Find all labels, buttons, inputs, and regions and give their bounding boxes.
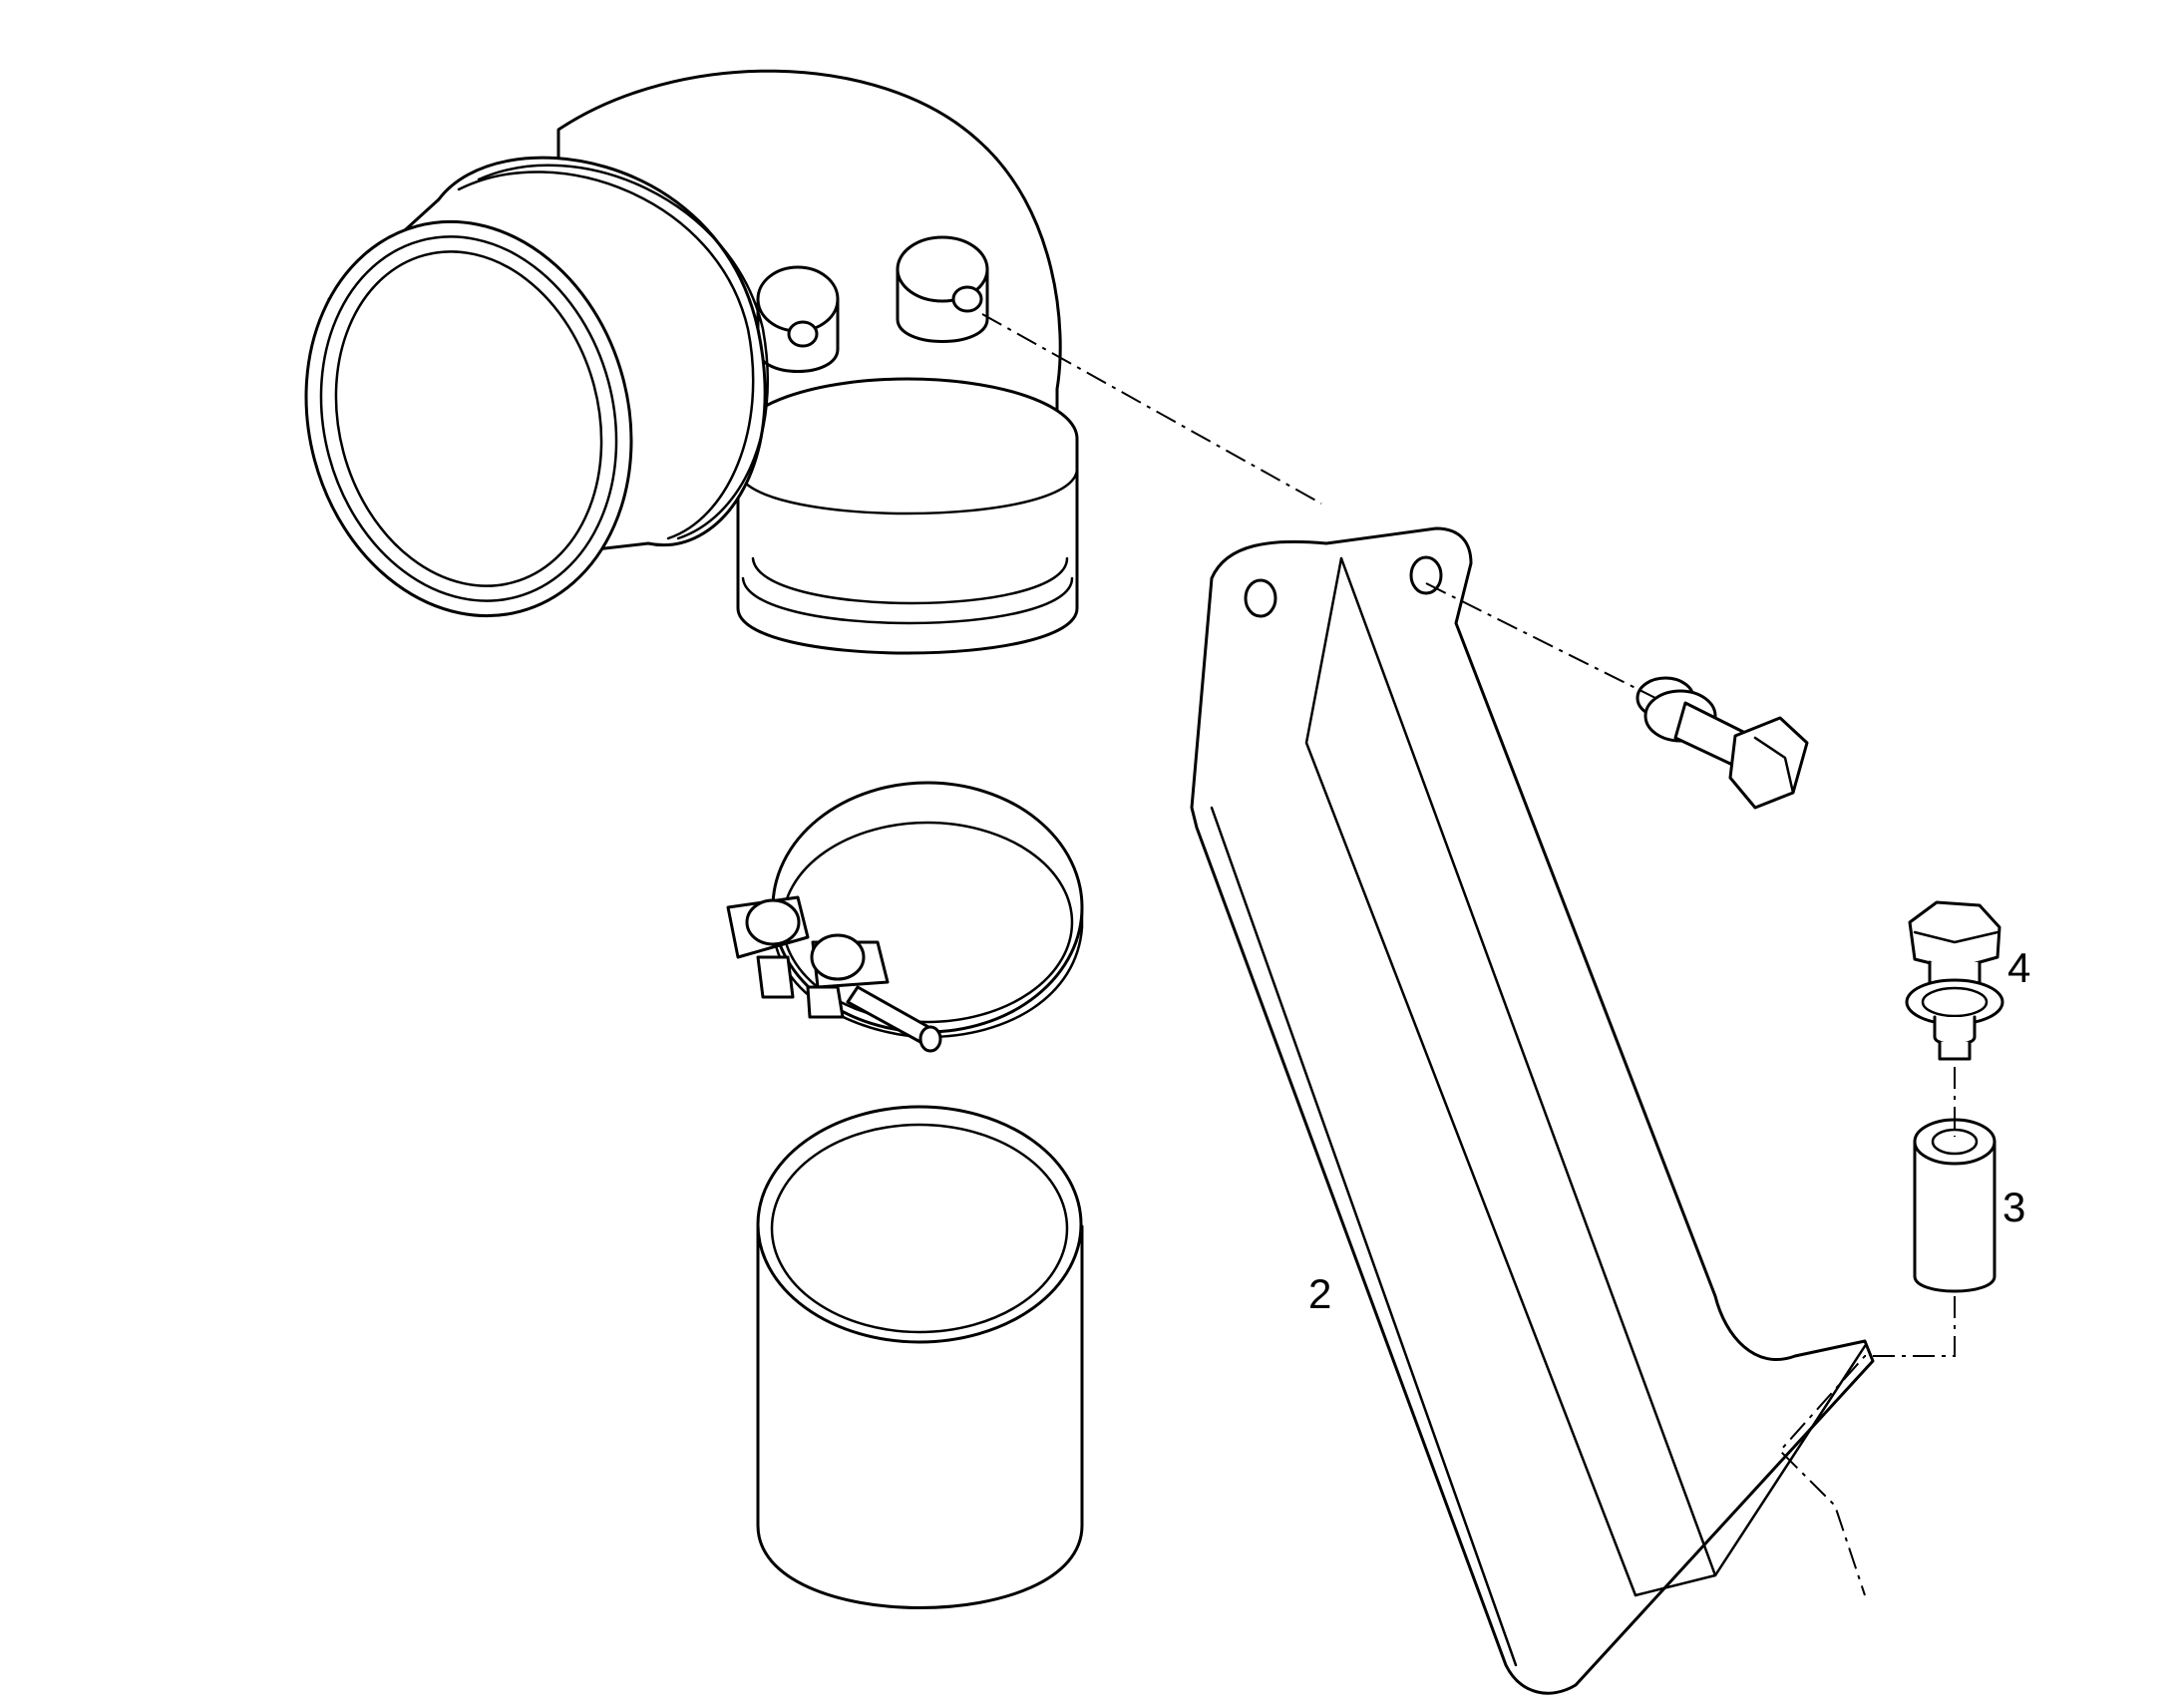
- hex-bolt-vertical: [1905, 900, 2004, 1061]
- spacer-sleeve: [1913, 1118, 1997, 1293]
- leader-lines: [981, 313, 1956, 1596]
- hose-sleeve: [756, 1105, 1084, 1609]
- hose-clamp: [726, 781, 1084, 1053]
- callout-4: 4: [2007, 944, 2030, 991]
- mounting-bracket: [1190, 526, 1875, 1695]
- hex-bolt-horizontal: [1635, 676, 1809, 810]
- elbow-boss-right: [896, 235, 989, 343]
- callout-3: 3: [2002, 1184, 2025, 1230]
- elbow-boss-left: [756, 265, 840, 373]
- elbow-pipe: [304, 69, 1079, 655]
- callout-2: 2: [1308, 1270, 1331, 1317]
